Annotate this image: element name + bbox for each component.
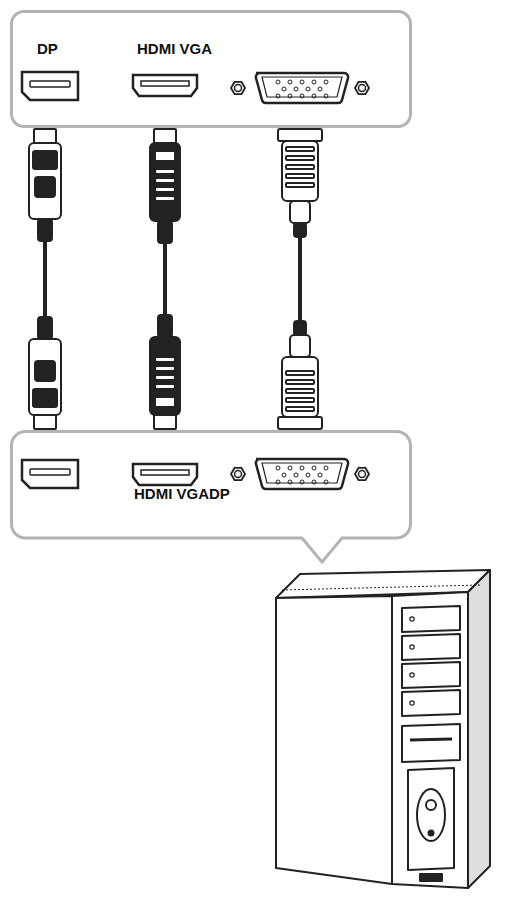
vga-pin xyxy=(312,480,316,484)
vga-pin xyxy=(282,87,286,91)
vga-port-inner xyxy=(262,77,342,97)
hdmi-plug xyxy=(150,129,180,243)
vga-pin xyxy=(318,473,322,477)
dp-port xyxy=(22,460,78,488)
vga-plug xyxy=(278,321,322,429)
vga-pin xyxy=(300,94,304,98)
computer-panel: HDMI VGADP xyxy=(10,430,412,564)
vga-screw-hole xyxy=(359,471,366,478)
vga-pin xyxy=(324,94,328,98)
vga-pin xyxy=(288,94,292,98)
dp-plug xyxy=(29,129,61,241)
dp-port xyxy=(22,72,78,100)
vga-pin xyxy=(300,480,304,484)
vga-screw xyxy=(355,468,369,480)
vga-pin xyxy=(294,473,298,477)
vga-plug xyxy=(278,129,322,237)
vga-pin xyxy=(288,80,292,84)
port-label: HDMI VGA xyxy=(137,41,212,56)
vga-port-inner xyxy=(262,463,342,483)
vga-screw-hole xyxy=(235,85,242,92)
vga-screw-hole xyxy=(359,85,366,92)
hdmi-plug xyxy=(150,315,180,429)
vga-pin xyxy=(282,473,286,477)
vga-pin xyxy=(324,480,328,484)
port-label: DP xyxy=(37,41,58,56)
vga-pin xyxy=(300,466,304,470)
vga-pin xyxy=(288,466,292,470)
vga-pin xyxy=(276,94,280,98)
vga-pin xyxy=(324,466,328,470)
vga-pin xyxy=(276,466,280,470)
vga-screw xyxy=(231,468,245,480)
monitor-panel: DP HDMI VGA xyxy=(10,10,412,128)
vga-pin xyxy=(306,473,310,477)
hdmi-port xyxy=(133,75,197,96)
dp-port-tongue xyxy=(30,469,70,475)
vga-pin xyxy=(312,94,316,98)
vga-pin xyxy=(312,466,316,470)
dp-port-tongue xyxy=(30,81,70,87)
port-label: HDMI VGADP xyxy=(134,486,230,501)
vga-screw xyxy=(355,82,369,94)
dp-plug xyxy=(29,317,61,429)
vga-pin xyxy=(288,480,292,484)
hdmi-port xyxy=(133,464,197,485)
vga-port xyxy=(256,73,348,103)
vga-port xyxy=(256,459,348,489)
vga-pin xyxy=(318,87,322,91)
hdmi-port-tongue xyxy=(141,81,189,86)
callout-outline xyxy=(12,432,411,563)
vga-screw-hole xyxy=(235,471,242,478)
vga-pin xyxy=(276,80,280,84)
vga-pin xyxy=(276,480,280,484)
vga-pin xyxy=(294,87,298,91)
vga-pin xyxy=(300,80,304,84)
hdmi-port-tongue xyxy=(141,470,189,475)
vga-pin xyxy=(324,80,328,84)
vga-pin xyxy=(306,87,310,91)
computer-tower xyxy=(276,570,490,888)
vga-pin xyxy=(312,80,316,84)
vga-screw xyxy=(231,82,245,94)
